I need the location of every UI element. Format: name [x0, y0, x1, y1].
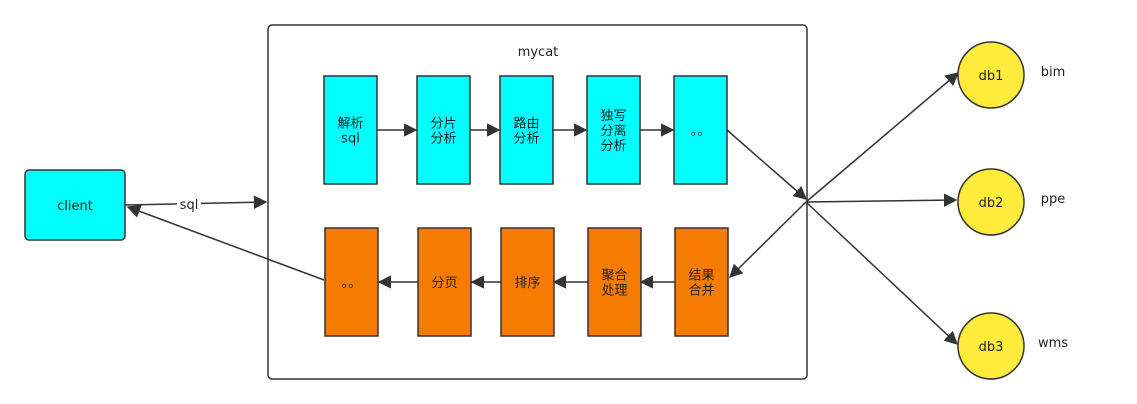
edge-hub-to-merge — [729, 201, 807, 278]
edge-result-to-client — [126, 204, 325, 281]
process-box-more-top: 。。 — [673, 75, 728, 185]
edge-sql-label-bg — [177, 197, 201, 211]
process-box-label: 分片 — [430, 117, 456, 132]
process-box-label: 合并 — [688, 284, 714, 299]
process-box-label: 解析 — [337, 117, 363, 132]
edge-hub-to-db1 — [805, 72, 960, 203]
process-box-rect — [416, 75, 471, 185]
process-box-label: 分析 — [600, 139, 626, 154]
database-db3: db3 wms — [957, 312, 1068, 380]
database-circle — [957, 41, 1025, 109]
process-box-rect — [499, 75, 554, 185]
database-label: db3 — [979, 340, 1004, 355]
process-box-label: 结果 — [688, 269, 714, 284]
client-label: client — [57, 199, 93, 214]
process-box-label: 分析 — [513, 132, 539, 147]
process-box-rect — [324, 227, 379, 337]
process-box-paging: 分页 — [417, 227, 472, 337]
process-box-label: 。。 — [691, 124, 711, 139]
process-box-rect — [500, 227, 555, 337]
database-circle — [957, 312, 1025, 380]
process-box-rect — [587, 227, 642, 337]
edge-hub-to-db2 — [805, 193, 958, 207]
database-db2: db2 ppe — [957, 168, 1066, 236]
process-box-rect — [323, 75, 378, 185]
database-name: wms — [1038, 336, 1068, 351]
edge-more-to-hub — [726, 129, 808, 200]
database-name: ppe — [1041, 192, 1066, 207]
process-box-label: 。。 — [342, 276, 362, 291]
process-box-more-bottom: 。。 — [324, 227, 379, 337]
database-label: db1 — [979, 69, 1004, 84]
process-box-label: 处理 — [601, 284, 627, 299]
process-box-label: 分析 — [430, 132, 456, 147]
process-box-label: 路由 — [513, 116, 539, 132]
mycat-label: mycat — [518, 45, 559, 60]
database-label: db2 — [979, 196, 1004, 211]
process-box-label: 排序 — [514, 276, 540, 291]
process-box-label: sql — [341, 132, 360, 147]
process-box-rect — [586, 75, 641, 185]
database-db1: db1 bim — [957, 41, 1066, 109]
process-box-label: 分离 — [600, 123, 626, 139]
database-circle — [957, 168, 1025, 236]
database-name: bim — [1041, 65, 1066, 80]
process-box-label: 分页 — [431, 276, 457, 291]
process-box-label: 聚合 — [601, 269, 627, 284]
process-box-sort: 排序 — [500, 227, 555, 337]
pipeline-bottom-row: 。。分页排序聚合处理结果合并 — [324, 227, 729, 337]
edge-sql-label: sql — [180, 198, 199, 213]
database-group: db1 bim db2 ppe db3 wms — [957, 41, 1068, 380]
process-box-label: 独写 — [600, 109, 626, 124]
edge-hub-to-db3 — [805, 201, 958, 345]
